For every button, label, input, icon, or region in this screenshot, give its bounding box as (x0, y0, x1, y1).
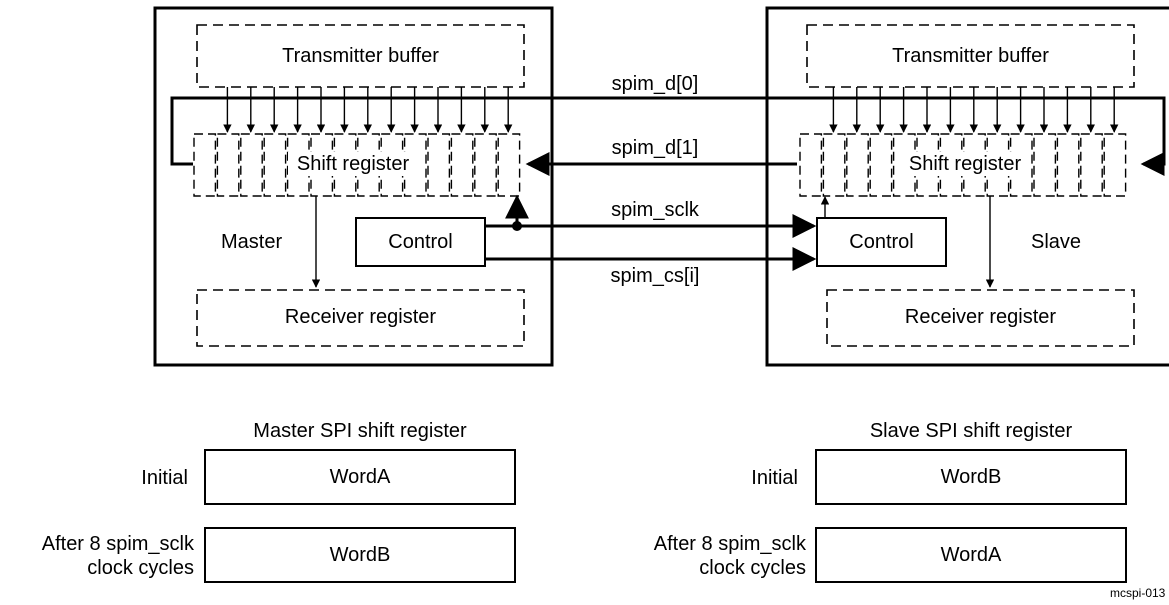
master-shift-cell (450, 133, 474, 197)
slave-shift-cell (822, 133, 846, 197)
slave-shift-cell (1033, 133, 1057, 197)
signal-d0-label: spim_d[0] (611, 73, 699, 95)
slave-shift-cell (1080, 133, 1103, 197)
master-transmitter-label: Transmitter buffer (282, 45, 439, 67)
master-transmitter-buffer (196, 24, 525, 88)
slave-row-after-label-1: After 8 spim_sclk (653, 533, 806, 555)
slave-receiver-register (826, 289, 1135, 347)
slave-initial-word: WordB (815, 449, 1127, 505)
slave-shift-cell (869, 133, 893, 197)
slave-shift-cell (799, 133, 823, 197)
master-row-after-label-2: clock cycles (87, 557, 194, 579)
master-after-word: WordB (204, 527, 516, 583)
master-shift-cell (193, 133, 217, 197)
slave-row-initial-label: Initial (751, 467, 798, 489)
master-row-initial-label: Initial (141, 467, 188, 489)
slave-receiver-label: Receiver register (904, 306, 1057, 328)
master-control-box (355, 217, 486, 267)
master-device-frame (153, 6, 554, 367)
slave-transmitter-label: Transmitter buffer (892, 45, 1049, 67)
master-initial-word: WordA (204, 449, 516, 505)
slave-control-label: Control (849, 231, 914, 253)
slave-shift-cell (846, 133, 869, 197)
slave-shift-cell (1103, 133, 1127, 197)
master-receiver-register (196, 289, 525, 347)
slave-control-box (816, 217, 947, 267)
figure-id: mcspi-013 (1110, 586, 1166, 600)
master-shift-cell (240, 133, 263, 197)
slave-role-label: Slave (1031, 231, 1082, 253)
master-role-label: Master (221, 231, 283, 253)
master-shift-cell (474, 133, 497, 197)
master-shift-cell (497, 133, 521, 197)
signal-cs-label: spim_cs[i] (610, 265, 700, 287)
slave-row-after-label-2: clock cycles (699, 557, 806, 579)
slave-after-word: WordA (815, 527, 1127, 583)
master-shift-cell (263, 133, 287, 197)
slave-shift-label: Shift register (900, 152, 1030, 176)
master-shift-label: Shift register (288, 152, 418, 176)
signal-sclk-label: spim_sclk (611, 199, 699, 221)
sclk-junction-dot (512, 221, 522, 231)
master-row-after-label-1: After 8 spim_sclk (41, 533, 194, 555)
spim-d0-line (170, 96, 1166, 176)
slave-table-title: Slave SPI shift register (869, 420, 1073, 442)
master-receiver-label: Receiver register (284, 306, 437, 328)
master-shift-cell (427, 133, 451, 197)
slave-shift-cell (1056, 133, 1080, 197)
slave-transmitter-buffer (806, 24, 1135, 88)
master-control-label: Control (388, 231, 453, 253)
master-table-title: Master SPI shift register (253, 420, 467, 442)
signal-d1-label: spim_d[1] (611, 137, 699, 159)
master-shift-cell (216, 133, 240, 197)
slave-device-frame (765, 6, 1169, 367)
